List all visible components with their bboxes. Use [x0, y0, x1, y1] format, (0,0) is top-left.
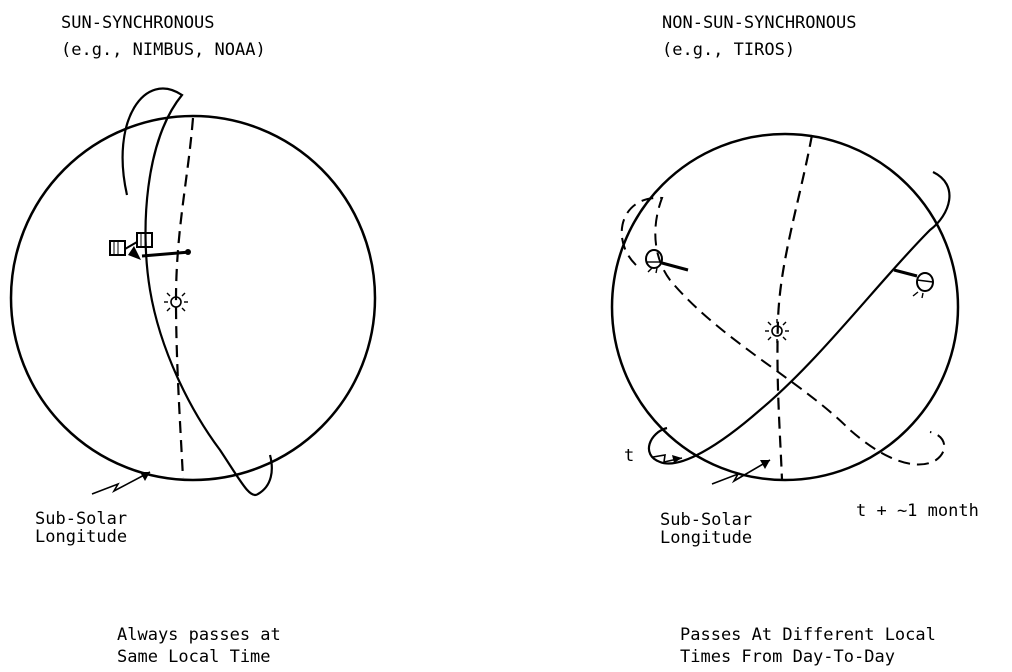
non-sun-synchronous-diagram [610, 132, 960, 485]
right-title-line2: (e.g., TIROS) [662, 40, 796, 60]
time-t-pointer [652, 454, 683, 464]
sub-solar-meridian-right [776, 134, 814, 481]
satellite-icon-right-1 [645, 249, 689, 274]
time-month-label: t + ~1 month [856, 501, 979, 521]
sun-icon-left [164, 290, 188, 314]
left-title-line1: SUN-SYNCHRONOUS [61, 13, 215, 33]
earth-globe-left [9, 114, 377, 482]
left-title-line2: (e.g., NIMBUS, NOAA) [61, 40, 266, 60]
left-caption-line1: Always passes at [117, 625, 281, 645]
sub-solar-pointer-left [91, 471, 151, 495]
left-caption-line2: Same Local Time [117, 647, 271, 667]
orbit-path-left [121, 87, 273, 497]
earth-globe-right [610, 132, 960, 482]
right-caption-line2: Times From Day-To-Day [680, 647, 895, 667]
right-caption-line1: Passes At Different Local [680, 625, 936, 645]
right-sub-solar-label-line1: Sub-Solar [660, 510, 753, 530]
sun-synchronous-diagram [9, 87, 377, 497]
satellite-icon-right-2 [893, 268, 934, 299]
time-t-label: t [624, 446, 635, 466]
right-sub-solar-label-line2: Longitude [660, 528, 753, 548]
left-sub-solar-label-line2: Longitude [35, 527, 128, 547]
orbit-path-current [647, 171, 951, 465]
sub-solar-pointer-right [711, 459, 771, 485]
right-title-line1: NON-SUN-SYNCHRONOUS [662, 13, 857, 33]
sub-solar-meridian-left [174, 117, 195, 479]
sun-icon-right [765, 319, 789, 343]
satellite-icon-left [109, 232, 191, 260]
orbit-path-later [620, 196, 946, 466]
left-sub-solar-label-line1: Sub-Solar [35, 509, 128, 529]
